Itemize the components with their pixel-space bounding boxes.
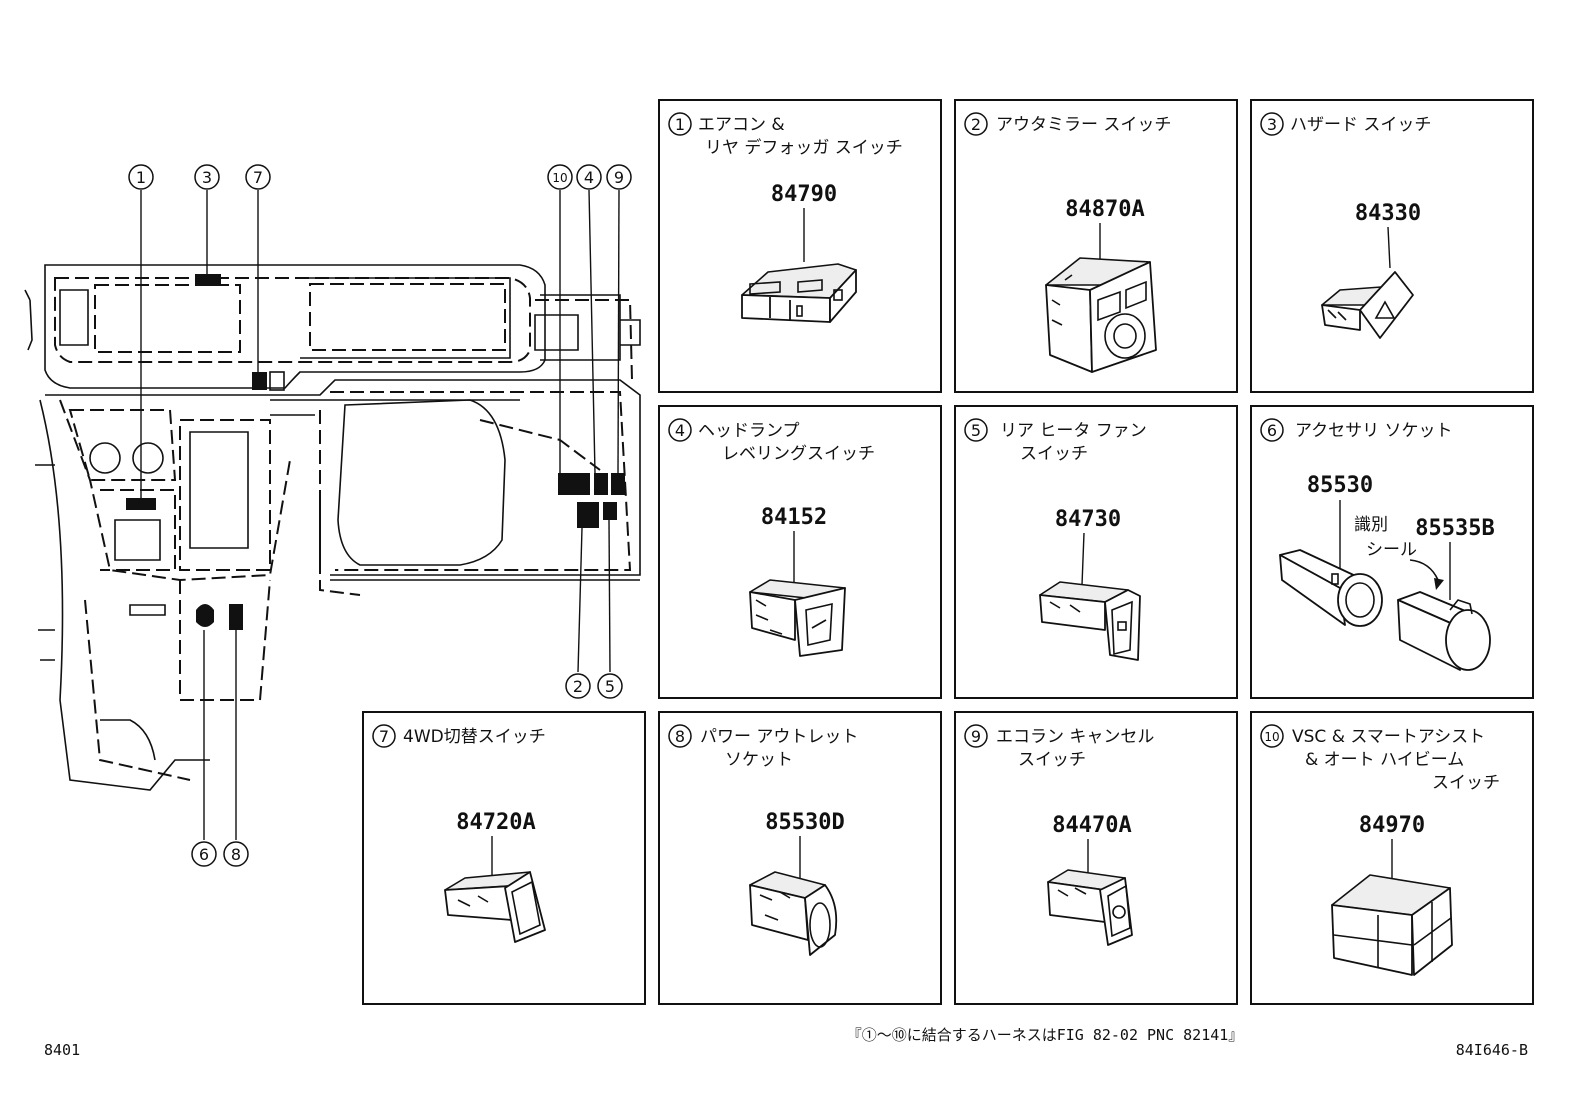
panel-5-part-number: 84730 [1055,507,1121,532]
dashboard-overview: 1 3 7 10 4 9 2 5 6 8 [24,164,641,867]
callout-10-label: 10 [552,171,567,185]
panel-1-title-line-1: エアコン & [698,115,785,135]
callout-6 [191,841,217,867]
callout-3 [194,164,220,190]
arrow-curve [1409,559,1439,581]
panel-6: 6 アクセサリ ソケット 85530 85535B 識別 シール [1250,405,1534,699]
panel-2-part-number: 84870A [1065,197,1144,222]
figure-code-right: 84I646-B [1456,1041,1528,1059]
panel-5: 5 リア ヒータ ファン スイッチ 84730 [954,405,1238,699]
switch-84470a-drawing [1047,869,1133,946]
callout-6-label: 6 [199,845,209,864]
panel-4: 4 ヘッドランプ レベリングスイッチ 84152 [658,405,942,699]
callout-4-label: 4 [584,168,594,187]
panel-6-part-number-1: 85530 [1307,473,1373,498]
callout-9 [606,164,632,190]
harness-note: 『①～⑩に結合するハーネスはFIG 82-02 PNC 82141』 [847,1026,1244,1044]
callout-1-label: 1 [136,168,146,187]
panel-9-title-line-1: エコラン キャンセル [996,727,1154,747]
panel-3-part-number: 84330 [1355,201,1421,226]
callout-10 [547,164,573,190]
callout-8 [223,841,249,867]
panel-10-part-number: 84970 [1359,813,1425,838]
panel-4-part-number: 84152 [761,505,827,530]
panel-7-part-number: 84720A [456,810,535,835]
socket-85530-drawing [1279,549,1383,627]
callout-5 [597,673,623,699]
callout-5-label: 5 [605,677,615,696]
panel-10-title-line-2: & オート ハイビーム [1305,750,1464,770]
panel-8: 8 パワー アウトレット ソケット 85530D [658,711,942,1005]
panel-6-title-line-1: アクセサリ ソケット [1295,421,1453,441]
panel-7: 7 4WD切替スイッチ 84720A [362,711,646,1005]
panel-8-title-line-2: ソケット [725,750,793,770]
panel-4-title-line-1: ヘッドランプ [698,421,800,441]
switch-84870a-drawing [1045,257,1157,373]
panel-8-part-number: 85530D [765,810,844,835]
panel-5-num: 5 [971,421,981,440]
panel-6-note-line-2: シール [1366,540,1417,560]
panel-8-num: 8 [675,727,685,746]
panel-7-title-line-1: 4WD切替スイッチ [403,727,546,747]
panel-4-num: 4 [675,421,685,440]
panel-9: 9 エコラン キャンセル スイッチ 84470A [954,711,1238,1005]
callout-7-label: 7 [253,168,263,187]
switch-84970-drawing [1331,874,1453,976]
callout-7 [245,164,271,190]
panel-8-title-line-1: パワー アウトレット [700,727,858,747]
callout-9-label: 9 [614,168,624,187]
panel-1-part-number: 84790 [771,182,837,207]
switch-84730-drawing [1039,581,1141,661]
panel-10-num: 10 [1264,730,1279,744]
panel-5-title-line-2: スイッチ [1020,444,1088,464]
panel-10: 10 VSC & スマートアシスト & オート ハイビーム スイッチ 84970 [1250,711,1534,1005]
panel-6-part-number-2: 85535B [1415,516,1494,541]
callout-1 [128,164,154,190]
panel-9-title-line-2: スイッチ [1018,750,1086,770]
panel-3-title-line-1: ハザード スイッチ [1290,115,1431,135]
switch-84152-drawing [749,579,846,657]
switch-84720a-drawing [444,871,546,943]
panel-9-part-number: 84470A [1052,813,1131,838]
socket-85535b-drawing [1397,591,1491,671]
switch-84330-drawing [1321,271,1414,339]
callout-2-label: 2 [573,677,583,696]
panel-1-title-line-2: リヤ デフォッガ スイッチ [705,137,903,158]
panel-7-num: 7 [379,727,389,746]
panel-6-num: 6 [1267,421,1277,440]
panel-6-note-line-1: 識別 [1354,515,1388,535]
panel-3-num: 3 [1267,115,1277,134]
callout-8-label: 8 [231,845,241,864]
socket-85530d-drawing [749,871,838,956]
panel-9-num: 9 [971,727,981,746]
panel-10-title-line-3: スイッチ [1432,773,1500,793]
callout-4 [576,164,602,190]
switch-84790-drawing [741,263,857,323]
callout-2 [565,673,591,699]
callout-3-label: 3 [202,168,212,187]
panel-1: 1 エアコン & リヤ デフォッガ スイッチ 84790 [658,99,942,393]
panel-2-num: 2 [971,115,981,134]
panel-10-title-line-1: VSC & スマートアシスト [1292,727,1485,747]
panel-1-num: 1 [675,115,685,134]
panel-3: 3 ハザード スイッチ 84330 [1250,99,1534,393]
panel-2: 2 アウタミラー スイッチ 84870A [954,99,1238,393]
page-code-left: 8401 [44,1041,80,1059]
panel-2-title-line-1: アウタミラー スイッチ [996,115,1171,135]
panel-4-title-line-2: レベリングスイッチ [722,444,875,464]
panel-5-title-line-1: リア ヒータ ファン [1000,421,1147,441]
